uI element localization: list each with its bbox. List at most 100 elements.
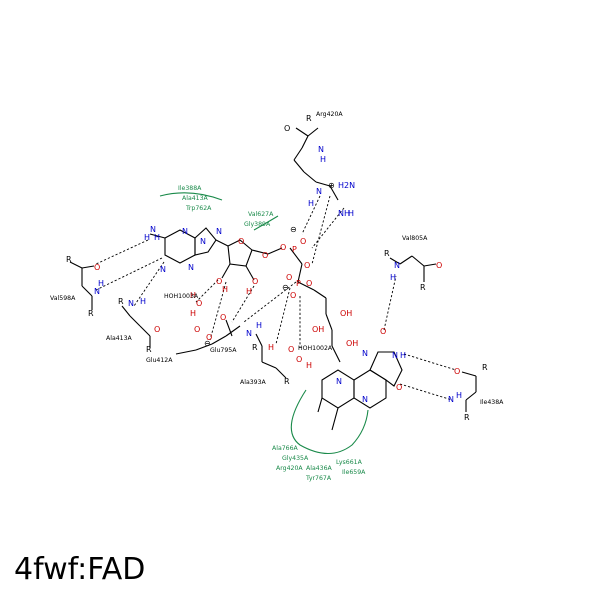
atom-n: N (316, 187, 322, 196)
atom-o: O (252, 277, 258, 286)
label-gly389: Gly389A (244, 221, 271, 228)
atom-n: N (188, 263, 194, 272)
atom-h: H (348, 209, 354, 218)
atom-r: R (384, 249, 390, 258)
page-title: 4fwf:FAD (14, 552, 146, 587)
label-ile659: Ile659A (342, 469, 366, 476)
atom-h: H (308, 199, 314, 208)
atom-p: P (292, 245, 297, 254)
label-ala393: Ala393A (240, 379, 267, 386)
atom-n: N (362, 349, 368, 358)
atom-o: O (300, 237, 306, 246)
label-arg420-hydrophobic: Arg420A (276, 465, 303, 472)
atom-r: R (88, 309, 94, 318)
atom-o: O (304, 261, 310, 270)
hydrophobic-arc-1 (159, 192, 223, 201)
label-glu795: Glu795A (210, 347, 237, 354)
atom-h: H (256, 321, 262, 330)
label-hoh1002: HOH1002A (298, 345, 333, 352)
atom-o: O (280, 243, 286, 252)
hydrophobic-arc-3 (290, 389, 369, 455)
atom-h: H (190, 309, 196, 318)
glu-residues (175, 319, 241, 355)
label-ala413-hydrophobic: Ala413A (182, 195, 209, 202)
atom-h: H (390, 273, 396, 282)
atom-labels: O R N H N H ⊕ H2N NH H H N H N N N N N O… (66, 114, 488, 422)
atom-h: H (140, 297, 146, 306)
atom-o: O (238, 237, 244, 246)
atom-h: H (400, 351, 406, 360)
label-lys661: Lys661A (336, 459, 363, 466)
atom-n: N (150, 225, 156, 234)
atom-r: R (252, 343, 258, 352)
atom-oh: OH (340, 309, 352, 318)
atom-n: N (216, 227, 222, 236)
atom-h: H (144, 233, 150, 242)
label-val805: Val805A (402, 235, 428, 242)
label-glu412: Glu412A (146, 357, 173, 364)
atom-o: O (94, 263, 100, 272)
ile438-residue (461, 371, 477, 412)
atom-o: O (262, 251, 268, 260)
label-ile388: Ile388A (178, 185, 202, 192)
label-ala766: Ala766A (272, 445, 299, 452)
atom-n: N (336, 377, 342, 386)
atom-o: O (380, 327, 386, 336)
atom-r: R (464, 413, 470, 422)
atom-o: O (154, 325, 160, 334)
atom-o: O (284, 124, 290, 133)
phosphate-chain (267, 247, 341, 363)
residue-labels: Arg420A Val805A Val598A Ala413A Glu412A … (50, 111, 504, 406)
label-hoh1003: HOH1003A (164, 293, 199, 300)
charge-minus: ⊖ (204, 339, 211, 348)
label-gly435: Gly435A (282, 455, 309, 462)
atom-o: O (206, 333, 212, 342)
isoalloxazine-rings (317, 351, 403, 431)
label-arg420: Arg420A (316, 111, 343, 118)
atom-n: N (94, 287, 100, 296)
atom-h: H (306, 361, 312, 370)
atom-h: H (222, 285, 228, 294)
atom-h: H (246, 287, 252, 296)
atom-n: N (392, 351, 398, 360)
atom-r: R (420, 283, 426, 292)
hydrophobic-arc-2 (253, 215, 279, 231)
atom-o: O (196, 299, 202, 308)
atom-n: N (246, 329, 252, 338)
atom-r: R (284, 377, 290, 386)
atom-n: N (200, 237, 206, 246)
atom-oh: OH (312, 325, 324, 334)
atom-p: P (296, 279, 301, 288)
atom-o: O (290, 291, 296, 300)
atom-n: N (128, 299, 134, 308)
val598-residue (69, 261, 95, 310)
atom-n: N (394, 261, 400, 270)
atom-n: N (160, 265, 166, 274)
atom-o: O (396, 383, 402, 392)
label-tyr767: Tyr767A (305, 475, 332, 482)
label-ala436: Ala436A (306, 465, 333, 472)
atom-r: R (306, 114, 312, 123)
atom-o: O (216, 277, 222, 286)
atom-o: O (296, 355, 302, 364)
arg420-residue (293, 127, 339, 201)
label-ile438: Ile438A (480, 399, 504, 406)
atom-o: O (306, 279, 312, 288)
label-val598: Val598A (50, 295, 76, 302)
val805-residue (389, 255, 437, 282)
label-ala413: Ala413A (106, 335, 133, 342)
atom-o: O (286, 273, 292, 282)
atom-n: N (448, 395, 454, 404)
atom-n: N (362, 395, 368, 404)
ribose-ring (215, 239, 269, 281)
ala413-residue (121, 305, 151, 348)
atom-r: R (482, 363, 488, 372)
atom-h: H (190, 291, 196, 300)
hydrogen-bonds (95, 195, 457, 401)
atom-h: H (154, 233, 160, 242)
atom-h2n: H2N (338, 181, 355, 190)
label-trp762: Trp762A (185, 205, 212, 212)
atom-h: H (320, 155, 326, 164)
atom-h: H (98, 279, 104, 288)
